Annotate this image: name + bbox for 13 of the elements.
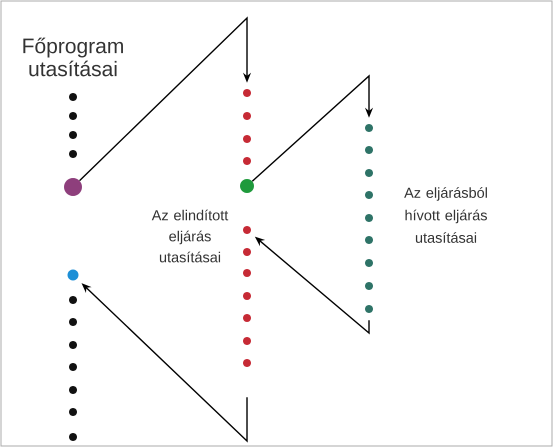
dot — [365, 305, 373, 313]
dot — [240, 179, 254, 193]
text-label: Főprogram utasításai — [23, 38, 123, 76]
dot — [243, 226, 251, 234]
dot — [68, 270, 78, 280]
arrow — [79, 16, 252, 182]
arrow — [252, 74, 374, 182]
text-label: Az elindított eljárás utasításai — [152, 210, 228, 262]
dot — [365, 124, 373, 132]
dot — [243, 89, 251, 97]
text-label: Az eljárásból hívott eljárás utasításai — [404, 187, 487, 243]
dot — [64, 178, 82, 196]
dot — [243, 359, 251, 367]
